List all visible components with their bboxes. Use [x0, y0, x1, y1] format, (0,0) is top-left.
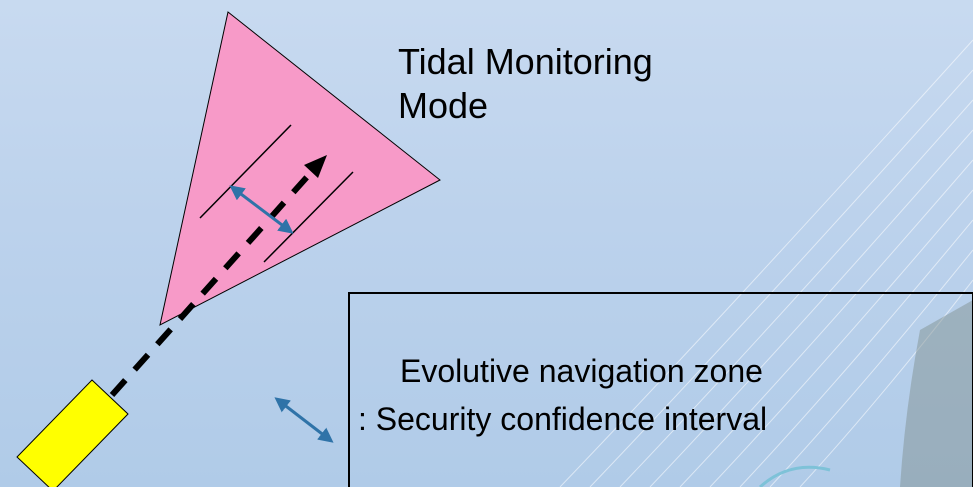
- mode-label-line2: Mode: [398, 85, 489, 126]
- background-water-curl: [758, 465, 831, 487]
- course-arrow-icon: [304, 155, 327, 178]
- legend-interval-arrow-icon: [274, 397, 334, 443]
- background-rock-shade: [900, 300, 973, 487]
- legend-box: Evolutive navigation zone : Security con…: [348, 292, 973, 487]
- channel-boundary-line-1: [199, 124, 292, 219]
- mode-label: Tidal Monitoring Mode: [398, 40, 653, 128]
- background-swooshes: [559, 39, 973, 487]
- confidence-interval-arrow-icon: [229, 185, 294, 234]
- monitoring-sector: [159, 11, 441, 326]
- mode-label-line1: Tidal Monitoring: [398, 41, 653, 82]
- vessel-icon: [16, 379, 129, 487]
- channel-boundary-line-2: [263, 171, 354, 263]
- legend-title: Evolutive navigation zone: [400, 353, 763, 389]
- legend-interval-label: : Security confidence interval: [358, 401, 768, 437]
